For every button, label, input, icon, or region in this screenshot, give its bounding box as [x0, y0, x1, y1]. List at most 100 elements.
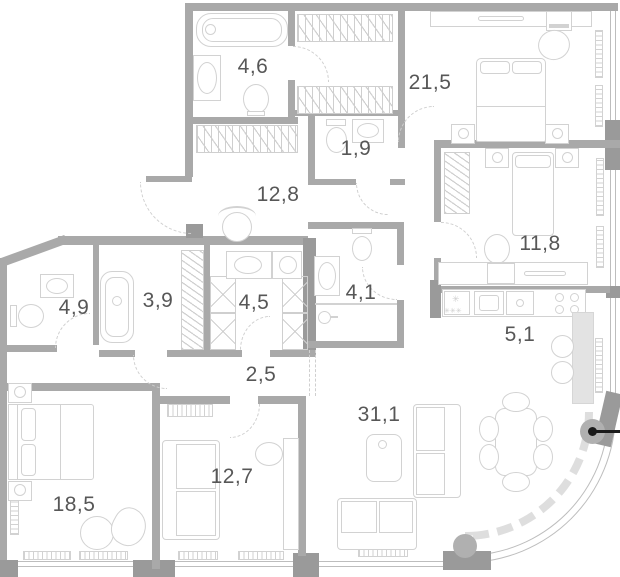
lounge-chair-311	[366, 434, 402, 482]
room-area-label-51: 5,1	[504, 323, 536, 346]
room-area-label-25: 2,5	[245, 363, 277, 386]
dining-chair-top	[502, 392, 530, 412]
wall-215-bottom	[434, 140, 620, 148]
sofa-311-cushion-1	[416, 407, 445, 451]
wall-39-bottom-a	[99, 350, 135, 357]
toilet-46-bowl	[243, 84, 269, 114]
wall-185-top	[0, 383, 160, 391]
closet-top-1	[297, 14, 393, 42]
pier-bottom-left	[0, 560, 18, 577]
cooktop-burner-3	[555, 305, 564, 314]
door-arc-bathroom-top	[293, 46, 329, 82]
bed-185-blanket-line	[60, 405, 62, 479]
kitchen-fridge	[444, 291, 470, 315]
toilet-46-tank	[247, 111, 265, 116]
dining-chair-left-2	[479, 444, 499, 470]
pier-bottom-2	[293, 553, 319, 577]
radiator-118-right-1	[596, 158, 604, 216]
cooktop-burner-1	[555, 293, 564, 302]
door-arc-entry	[140, 182, 192, 234]
wall-39-45-divider	[204, 245, 210, 352]
wall-41-top	[308, 222, 404, 229]
cabinet-45-right-2	[282, 313, 308, 350]
point-marker-dot	[588, 427, 597, 436]
toilet-49-bowl	[18, 304, 44, 328]
wall-46-right-a	[288, 11, 295, 46]
bar-counter	[572, 312, 594, 404]
wall-41-inner	[315, 303, 397, 305]
room-area-label-118: 11,8	[519, 232, 561, 255]
wall-45-bottom-a	[204, 350, 242, 357]
fridge-freezer-icon: ✳✳✳	[444, 308, 462, 315]
bar-stool-2	[551, 361, 574, 384]
sofa-311-cushion-2	[416, 453, 445, 495]
cabinet-45-left-1	[210, 276, 236, 313]
room-area-label-185: 18,5	[52, 493, 96, 516]
wall-corridor-bottom-b	[258, 396, 306, 404]
desk-118-drawers	[487, 263, 515, 284]
room-area-label-49: 4,9	[58, 296, 90, 319]
desk-127	[283, 438, 299, 550]
sink-19-bowl	[357, 123, 379, 138]
bed-185-pillow-2	[21, 444, 36, 476]
nightstand-185-top-lamp	[14, 386, 26, 398]
bed-185-pillow-1	[21, 408, 36, 441]
radiator-215-right-1	[595, 30, 603, 78]
wall-leftwing-top	[58, 236, 308, 245]
column	[453, 534, 477, 558]
wall-41-right-b	[397, 300, 404, 348]
nightstand-215-left-lamp	[458, 128, 469, 139]
couch-311-cushion-1	[341, 501, 377, 533]
radiator-127-bottom-2	[238, 551, 284, 560]
window-bottom-right	[312, 561, 452, 567]
sofa-127-cushion-2	[176, 491, 216, 536]
washer-45-drum	[279, 256, 297, 274]
radiator-51-right	[595, 338, 603, 393]
wall-46-bottom	[192, 117, 298, 124]
room-area-label-46: 4,6	[237, 55, 269, 78]
entry-jamb	[146, 176, 192, 182]
wall-49-bottom	[7, 345, 57, 352]
toilet-49-tank	[10, 305, 17, 327]
room-area-label-128: 12,8	[256, 183, 300, 206]
kitchen-oven-dot	[516, 299, 524, 307]
radiator-185-bottom-1	[23, 551, 71, 560]
bathtub-46-faucet	[205, 24, 216, 35]
bar-stool-1	[551, 335, 574, 358]
boundary-corridor-living-1	[309, 350, 310, 396]
wall-kitchen-stub	[430, 280, 441, 318]
bed-215-pillow-left	[480, 61, 510, 74]
chair-118	[484, 234, 510, 264]
window-right-middle	[610, 168, 616, 288]
door-arc-bedroom-right	[441, 222, 477, 258]
bed-118-pillow	[515, 155, 551, 168]
wall-127-right	[298, 396, 306, 556]
toilet-41-tank	[352, 228, 372, 234]
door-arc-wc-small	[356, 183, 388, 215]
dining-chair-right-1	[533, 416, 553, 442]
dresser-215-drawers	[549, 24, 569, 28]
entry-bench-back	[218, 206, 256, 226]
desk-118-handle	[524, 271, 566, 276]
room-area-label-41: 4,1	[345, 281, 377, 304]
wall-19-bottom-a	[308, 179, 356, 185]
radiator-127-bottom-1	[178, 551, 218, 560]
cabinet-45-left-2	[210, 313, 236, 350]
fridge-icon: ✳	[452, 294, 460, 304]
room-area-label-39: 3,9	[142, 289, 174, 312]
window-right-top	[610, 10, 616, 122]
wall-118-left-b	[434, 258, 441, 292]
wall-19-left	[308, 113, 315, 185]
wall-19-bottom-b	[390, 179, 405, 185]
wall-185-127-divider	[152, 383, 160, 569]
boundary-corridor-living-2	[315, 350, 316, 396]
wall-39-bottom-b	[167, 350, 204, 357]
pier-bottom-3	[443, 551, 491, 570]
toilet-19-bowl	[326, 127, 347, 153]
nightstand-185-bottom-lamp	[14, 484, 26, 496]
dining-table	[495, 408, 537, 476]
wall-left	[0, 258, 7, 567]
bed-185-headboard	[8, 404, 18, 480]
point-marker-line	[592, 430, 620, 433]
radiator-185-left	[10, 497, 19, 535]
